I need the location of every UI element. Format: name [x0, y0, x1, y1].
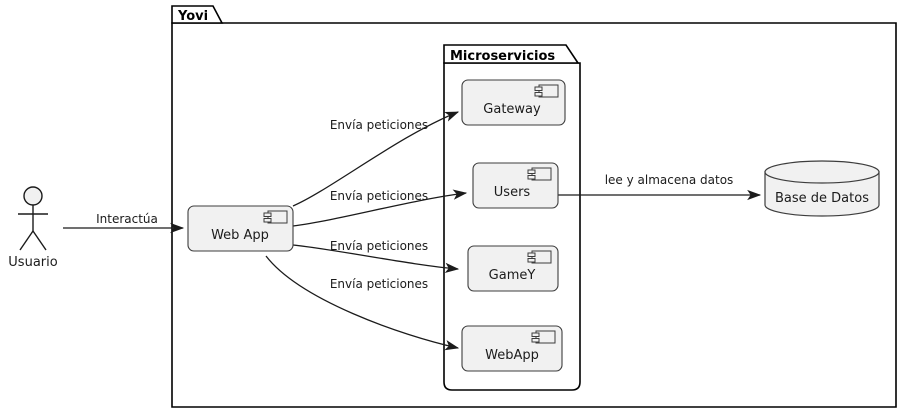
component-icon — [534, 84, 559, 98]
component-web-app-box — [187, 205, 294, 252]
edge-label-webapp-gamey: Envía peticiones — [330, 239, 428, 253]
actor-leg-left-icon — [19, 230, 34, 251]
edge-label-usuario-webapp: Interactúa — [96, 212, 158, 226]
component-icon — [531, 330, 556, 344]
component-icon — [527, 250, 552, 264]
package-yovi-title: Yovi — [177, 9, 208, 24]
edge-webapp-gateway-line — [292, 111, 460, 207]
edge-label-users-db: lee y almacena datos — [605, 173, 734, 187]
package-microservicios[interactable]: Microservicios — [443, 44, 581, 391]
component-users-label: Users — [494, 185, 531, 200]
database-cylinder-top-icon — [764, 160, 880, 184]
component-web-app-label: Web App — [211, 228, 269, 243]
package-yovi-tab — [171, 5, 224, 24]
edge-label-webapp-gateway: Envía peticiones — [330, 118, 428, 132]
package-microservicios-body — [443, 62, 581, 391]
component-gateway-label: Gateway — [483, 102, 541, 117]
edge-webapp-webapp-line — [265, 255, 460, 351]
component-web-app[interactable]: Web App — [187, 205, 294, 252]
edge-label-layer: Interactúa Envía peticiones Envía petici… — [96, 118, 733, 291]
component-users[interactable]: Users — [472, 162, 559, 209]
package-microservicios-title: Microservicios — [450, 49, 555, 64]
database-cylinder-body-icon — [764, 171, 880, 217]
actor-leg-right-icon — [32, 230, 47, 251]
component-gateway[interactable]: Gateway — [461, 79, 566, 126]
actor-head-icon — [23, 186, 43, 206]
component-gamey-label: GameY — [489, 268, 536, 283]
database-base-de-datos[interactable]: Base de Datos — [764, 160, 880, 217]
edge-webapp-users-line — [292, 189, 468, 227]
component-gamey[interactable]: GameY — [467, 245, 559, 292]
component-icon — [527, 167, 552, 181]
edge-layer — [63, 111, 762, 351]
component-webapp[interactable]: WebApp — [461, 325, 563, 372]
component-icon — [263, 210, 288, 224]
actor-usuario[interactable]: Usuario — [8, 186, 58, 270]
edge-webapp-gamey-line — [292, 244, 460, 274]
database-label: Base de Datos — [775, 191, 869, 206]
edge-label-webapp-users: Envía peticiones — [330, 189, 428, 203]
component-webapp-label: WebApp — [485, 348, 539, 363]
package-microservicios-tab — [443, 44, 580, 64]
actor-usuario-label: Usuario — [8, 255, 57, 270]
edge-label-webapp-webapp: Envía peticiones — [330, 277, 428, 291]
